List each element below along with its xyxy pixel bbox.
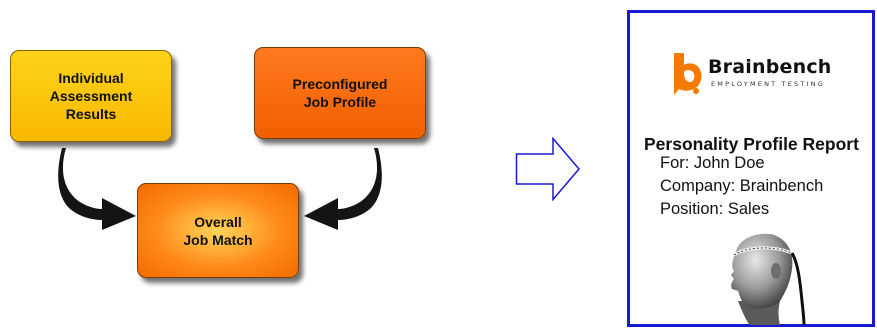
overall-match-label: Overall Job Match (183, 213, 253, 248)
individual-assessment-box: Individual Assessment Results (10, 50, 172, 142)
report-position: Position: Sales (660, 200, 770, 218)
report-company: Company: Brainbench (660, 177, 824, 195)
individual-assessment-label: Individual Assessment Results (49, 70, 133, 122)
right-curved-arrow-icon (304, 148, 382, 230)
job-profile-box: Preconfigured Job Profile (254, 47, 426, 139)
report-card: Brainbench EMPLOYMENT TESTING Personalit… (627, 10, 875, 327)
overall-match-box: Overall Job Match (137, 183, 299, 278)
logo-tagline: EMPLOYMENT TESTING (711, 80, 825, 88)
flow-arrow-icon (515, 137, 580, 201)
job-profile-label: Preconfigured Job Profile (292, 76, 388, 110)
report-for: For: John Doe (660, 154, 765, 172)
head-measurement-icon (731, 233, 806, 325)
logo-name: Brainbench (708, 56, 832, 78)
brainbench-logo: Brainbench EMPLOYMENT TESTING (666, 51, 841, 99)
report-title: Personality Profile Report (644, 134, 859, 154)
left-curved-arrow-icon (58, 148, 136, 230)
brainbench-logo-icon (674, 53, 702, 95)
